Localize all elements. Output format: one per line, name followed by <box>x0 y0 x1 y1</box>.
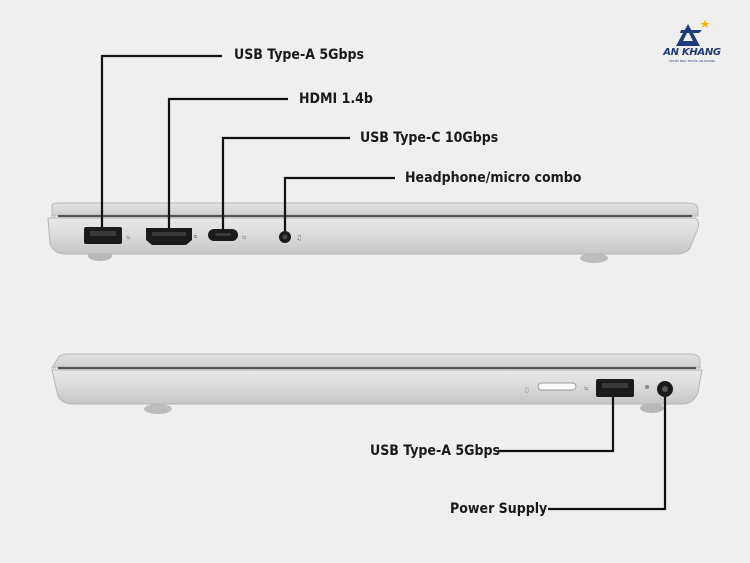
label-hdmi: HDMI 1.4b <box>299 91 373 107</box>
laptop-lid <box>51 353 701 369</box>
headphone-icon: ♫ <box>296 234 302 242</box>
label-usb-a-top: USB Type-A 5Gbps <box>234 47 364 63</box>
callout-line-usb-a-top <box>100 54 222 227</box>
callout-line-hdmi <box>167 97 288 228</box>
label-usb-c: USB Type-C 10Gbps <box>360 130 499 146</box>
laptop-foot <box>640 403 664 413</box>
callout-line-usb-c <box>221 136 350 229</box>
power-led-icon <box>645 385 649 389</box>
usb-c-port-tongue <box>215 233 231 236</box>
usb-c-symbol-icon: ⇆ <box>242 235 246 241</box>
hdmi-symbol-icon: ⧉ <box>194 234 197 239</box>
label-power-supply: Power Supply <box>450 501 548 517</box>
laptop-foot <box>144 404 172 414</box>
usb-symbol-icon: ⇆ <box>584 386 588 392</box>
laptop-right-side: ▯ ⇆ <box>51 353 703 414</box>
laptop-lid <box>51 202 699 217</box>
hdmi-port-pins <box>152 232 186 236</box>
top-callout-lines <box>100 54 395 231</box>
hdmi-port <box>146 228 192 245</box>
lock-icon: ▯ <box>525 386 529 394</box>
callout-line-usb-a-bottom <box>498 397 615 453</box>
label-headphone: Headphone/micro combo <box>405 170 582 186</box>
brand-tagline: CHUỖI NHÀ THUỐC AN KHANG <box>668 59 716 63</box>
callout-line-headphone <box>283 176 395 231</box>
brand-logo-icon <box>676 20 710 46</box>
laptop-base <box>51 369 703 405</box>
laptop-left-side: ⇆ ⧉ ⇆ ♫ <box>47 202 699 263</box>
brand-name: AN KHANG <box>663 47 721 58</box>
usb-symbol-icon: ⇆ <box>126 235 130 241</box>
power-jack-core <box>662 386 668 392</box>
headphone-jack-core <box>282 234 288 240</box>
card-slot <box>537 382 577 391</box>
laptop-foot <box>580 253 608 263</box>
bottom-callout-lines <box>498 397 667 511</box>
label-usb-a-bottom: USB Type-A 5Gbps <box>370 443 500 459</box>
laptop-base <box>47 217 699 255</box>
usb-a-port-tongue <box>90 231 116 236</box>
callout-line-power <box>548 397 667 511</box>
usb-a-port-tongue <box>602 383 628 388</box>
